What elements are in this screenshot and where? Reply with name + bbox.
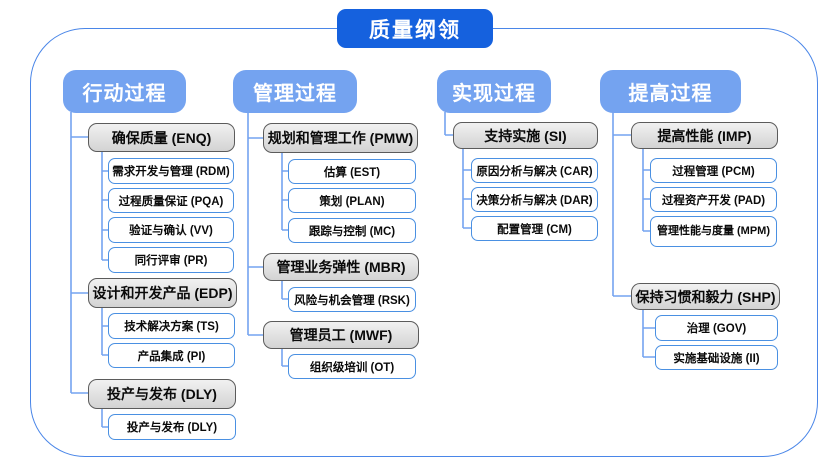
- process-box-cm: 配置管理 (CM): [471, 216, 598, 241]
- process-box-pad: 过程资产开发 (PAD): [650, 187, 777, 212]
- group-box-mwf: 管理员工 (MWF): [263, 321, 419, 349]
- process-box-dly: 投产与发布 (DLY): [108, 414, 236, 440]
- diagram-title: 质量纲领: [337, 9, 493, 48]
- process-box-plan: 策划 (PLAN): [288, 188, 416, 213]
- process-box-ot: 组织级培训 (OT): [288, 354, 416, 379]
- process-box-car: 原因分析与解决 (CAR): [471, 158, 598, 183]
- process-box-vv: 验证与确认 (VV): [108, 217, 234, 243]
- process-box-pcm: 过程管理 (PCM): [650, 158, 777, 183]
- group-box-imp: 提高性能 (IMP): [631, 122, 778, 149]
- process-box-pqa: 过程质量保证 (PQA): [108, 188, 234, 213]
- process-box-rsk: 风险与机会管理 (RSK): [288, 287, 416, 312]
- process-box-pi: 产品集成 (PI): [108, 343, 235, 368]
- process-box-est: 估算 (EST): [288, 159, 416, 184]
- process-box-gov: 治理 (GOV): [655, 315, 778, 341]
- process-box-rdm: 需求开发与管理 (RDM): [108, 158, 234, 184]
- group-box-mbr: 管理业务弹性 (MBR): [263, 253, 419, 281]
- process-box-ii: 实施基础设施 (II): [655, 345, 778, 370]
- column-header-implementation-process: 实现过程: [437, 70, 551, 113]
- group-box-edp: 设计和开发产品 (EDP): [88, 278, 237, 308]
- process-box-mpm: 管理性能与度量 (MPM): [650, 216, 777, 247]
- column-header-management-process: 管理过程: [233, 70, 357, 113]
- process-box-mc: 跟踪与控制 (MC): [288, 218, 416, 243]
- group-box-pmw: 规划和管理工作 (PMW): [263, 123, 418, 153]
- group-box-enq: 确保质量 (ENQ): [88, 123, 235, 152]
- column-header-improvement-process: 提高过程: [600, 70, 741, 113]
- column-header-action-process: 行动过程: [63, 70, 186, 113]
- group-box-dly: 投产与发布 (DLY): [88, 379, 236, 409]
- group-box-si: 支持实施 (SI): [453, 122, 598, 149]
- process-box-dar: 决策分析与解决 (DAR): [471, 187, 598, 212]
- process-box-ts: 技术解决方案 (TS): [108, 313, 235, 339]
- group-box-shp: 保持习惯和毅力 (SHP): [631, 283, 780, 310]
- process-box-pr: 同行评审 (PR): [108, 247, 234, 273]
